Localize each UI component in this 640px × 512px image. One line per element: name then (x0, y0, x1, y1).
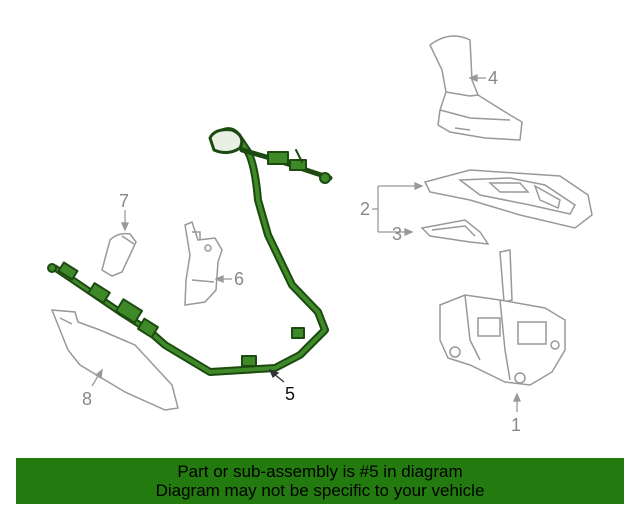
callout-3: 3 (392, 224, 402, 244)
callout-3-leader (378, 228, 414, 236)
banner-line-1: Part or sub-assembly is #5 in diagram (177, 462, 463, 481)
parts-diagram: 4 2 3 1 (47, 35, 593, 435)
callout-2-bracket (372, 182, 424, 232)
part-3-indicator[interactable] (420, 219, 490, 245)
callout-1: 1 (511, 415, 521, 435)
callout-6: 6 (234, 269, 244, 289)
part-2-bezel[interactable] (423, 169, 593, 229)
part-8-shield[interactable] (50, 309, 179, 411)
callout-6-leader (214, 275, 232, 283)
part-7-clip[interactable] (101, 232, 137, 277)
callout-7-leader (121, 210, 129, 232)
part-5-shift-cable[interactable] (47, 127, 333, 376)
callout-2: 2 (360, 199, 370, 219)
callout-8: 8 (82, 389, 92, 409)
callout-8-leader (91, 368, 103, 387)
callout-5: 5 (285, 384, 295, 404)
part-6-bracket[interactable] (184, 220, 223, 306)
callout-5-leader (268, 368, 285, 383)
callout-4: 4 (488, 68, 498, 88)
part-4-shift-knob[interactable] (429, 35, 523, 141)
callout-1-leader (513, 392, 521, 412)
callout-7: 7 (119, 191, 129, 211)
banner-line-2: Diagram may not be specific to your vehi… (155, 481, 485, 500)
part-1-shifter-assembly[interactable] (439, 249, 566, 386)
callout-4-leader (468, 74, 486, 82)
info-banner: Part or sub-assembly is #5 in diagram Di… (16, 458, 624, 504)
